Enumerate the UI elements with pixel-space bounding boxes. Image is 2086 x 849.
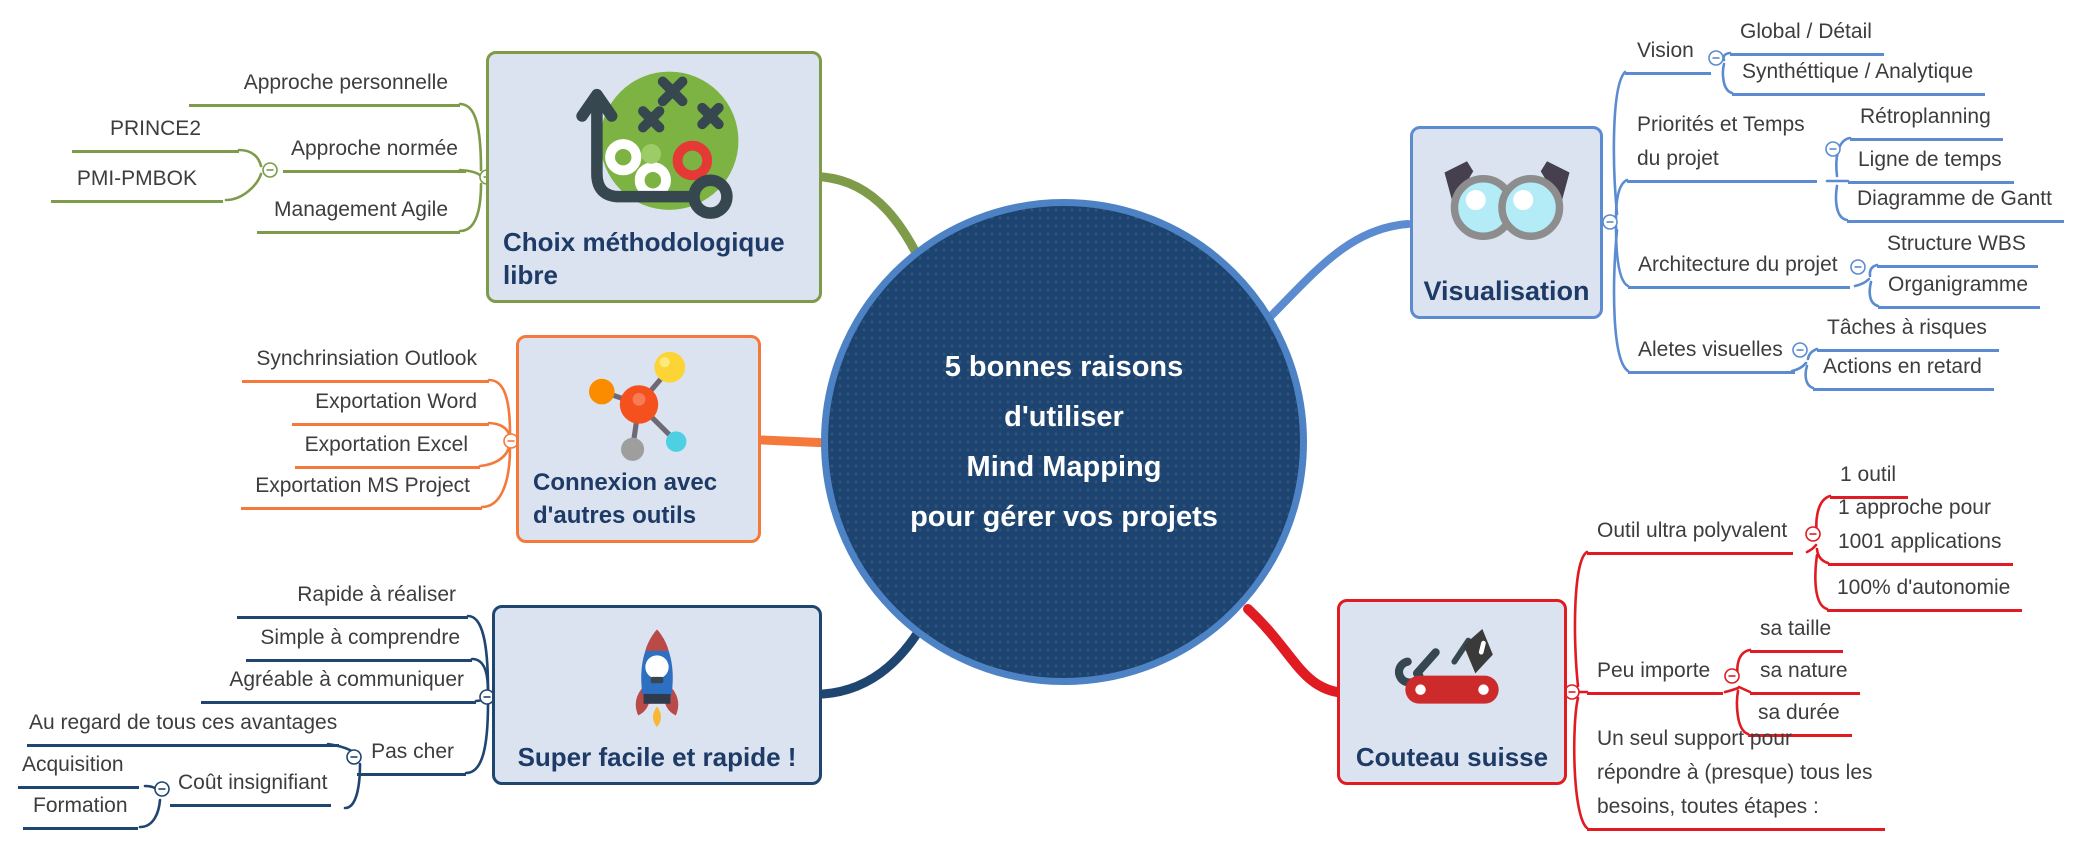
strategy-tactics-icon <box>575 71 738 220</box>
topic-vision[interactable]: Vision <box>1625 34 1711 75</box>
topic-1-outil[interactable]: 1 outil <box>1830 458 1909 499</box>
central-line-1: 5 bonnes raisons <box>944 351 1184 383</box>
collapse-toggle-facile[interactable] <box>479 689 495 705</box>
topic-outil-ultra-polyvalent[interactable]: Outil ultra polyvalent <box>1587 514 1794 555</box>
collapse-toggle-couteau[interactable] <box>1564 684 1580 700</box>
topic-simple-a-comprendre[interactable]: Simple à comprendre <box>246 621 472 662</box>
topic-au-regard-avantages[interactable]: Au regard de tous ces avantages <box>27 706 340 747</box>
topic-approche-personnelle[interactable]: Approche personnelle <box>188 66 460 107</box>
topic-prince2[interactable]: PRINCE2 <box>71 112 239 153</box>
topic-synchronisation-outlook[interactable]: Synchrinsiation Outlook <box>242 342 489 383</box>
topic-formation[interactable]: Formation <box>23 789 138 830</box>
collapse-toggle-pas-cher[interactable] <box>346 749 362 765</box>
branch-node-methodology[interactable]: Choix méthodologique libre <box>486 51 822 303</box>
topic-cout-insignifiant[interactable]: Coût insignifiant <box>170 766 332 807</box>
central-line-2: d'utiliser <box>1004 401 1124 433</box>
glasses-icon <box>1444 160 1569 240</box>
topic-sa-nature[interactable]: sa nature <box>1750 654 1860 695</box>
central-topic-text: 5 bonnes raisons d'utiliser Mind Mapping… <box>910 342 1218 542</box>
collapse-toggle-peu-importe[interactable] <box>1724 668 1740 684</box>
topic-actions-en-retard[interactable]: Actions en retard <box>1813 350 1994 391</box>
branch-node-facile[interactable]: Super facile et rapide ! <box>492 605 822 785</box>
branch-node-connexion[interactable]: Connexion avec d'autres outils <box>516 335 761 543</box>
branch-title-visualisation: Visualisation <box>1423 275 1590 306</box>
topic-structure-wbs[interactable]: Structure WBS <box>1877 227 2038 268</box>
topic-peu-importe[interactable]: Peu importe <box>1587 654 1724 695</box>
topic-approche-normee[interactable]: Approche normée <box>283 132 466 173</box>
topic-agreable-a-communiquer[interactable]: Agréable à communiquer <box>201 663 476 704</box>
topic-100-autonomie[interactable]: 100% d'autonomie <box>1827 571 2023 612</box>
topic-pas-cher[interactable]: Pas cher <box>357 735 466 776</box>
topic-un-seul-support[interactable]: Un seul support pour répondre à (presque… <box>1587 722 1885 831</box>
central-topic[interactable]: 5 bonnes raisons d'utiliser Mind Mapping… <box>821 199 1307 685</box>
topic-acquisition[interactable]: Acquisition <box>18 748 139 789</box>
collapse-toggle-priorites[interactable] <box>1825 141 1841 157</box>
topic-ligne-de-temps[interactable]: Ligne de temps <box>1848 143 2014 184</box>
topic-alertes-visuelles[interactable]: Aletes visuelles <box>1628 333 1795 374</box>
topic-global-detail[interactable]: Global / Détail <box>1730 15 1884 56</box>
topic-sa-taille[interactable]: sa taille <box>1750 612 1844 653</box>
collapse-toggle-architecture[interactable] <box>1850 259 1866 275</box>
topic-sa-duree[interactable]: sa durée <box>1748 696 1852 737</box>
collapse-toggle-alertes[interactable] <box>1792 342 1808 358</box>
topic-taches-a-risques[interactable]: Tâches à risques <box>1817 311 1999 352</box>
rocket-icon <box>635 629 679 728</box>
topic-rapide-a-realiser[interactable]: Rapide à réaliser <box>237 578 468 619</box>
central-line-4: pour gérer vos projets <box>910 501 1218 533</box>
branch-title-connexion: Connexion avec d'autres outils <box>533 469 718 529</box>
branch-title-facile: Super facile et rapide ! <box>517 741 797 772</box>
topic-exportation-ms-project[interactable]: Exportation MS Project <box>241 469 482 510</box>
topic-architecture-projet[interactable]: Architecture du projet <box>1628 248 1850 289</box>
topic-management-agile[interactable]: Management Agile <box>257 193 460 234</box>
central-line-3: Mind Mapping <box>966 451 1162 483</box>
branch-node-visualisation[interactable]: Visualisation <box>1410 126 1603 319</box>
topic-exportation-excel[interactable]: Exportation Excel <box>294 428 480 469</box>
topic-retroplanning[interactable]: Rétroplanning <box>1850 100 2003 141</box>
topic-diagramme-de-gantt[interactable]: Diagramme de Gantt <box>1847 182 2064 223</box>
collapse-toggle-cout[interactable] <box>154 781 170 797</box>
swiss-knife-icon <box>1394 629 1499 704</box>
collapse-toggle-approche-normee[interactable] <box>262 162 278 178</box>
topic-priorites-temps[interactable]: Priorités et Temps du projet <box>1627 108 1817 183</box>
branch-title-couteau: Couteau suisse <box>1355 741 1549 772</box>
branch-node-couteau[interactable]: Couteau suisse <box>1337 599 1567 785</box>
molecule-icon <box>588 351 686 461</box>
collapse-toggle-vision[interactable] <box>1708 50 1724 66</box>
topic-synthetique-analytique[interactable]: Synthéttique / Analytique <box>1732 55 1986 96</box>
collapse-toggle-visualisation[interactable] <box>1602 214 1618 230</box>
topic-exportation-word[interactable]: Exportation Word <box>292 385 489 426</box>
branch-title-methodology: Choix méthodologique libre <box>503 226 785 290</box>
topic-1-approche-1001-applications[interactable]: 1 approche pour 1001 applications <box>1828 491 2014 566</box>
topic-pmi-pmbok[interactable]: PMI-PMBOK <box>50 162 223 203</box>
topic-organigramme[interactable]: Organigramme <box>1878 268 2041 309</box>
collapse-toggle-polyvalent[interactable] <box>1805 526 1821 542</box>
